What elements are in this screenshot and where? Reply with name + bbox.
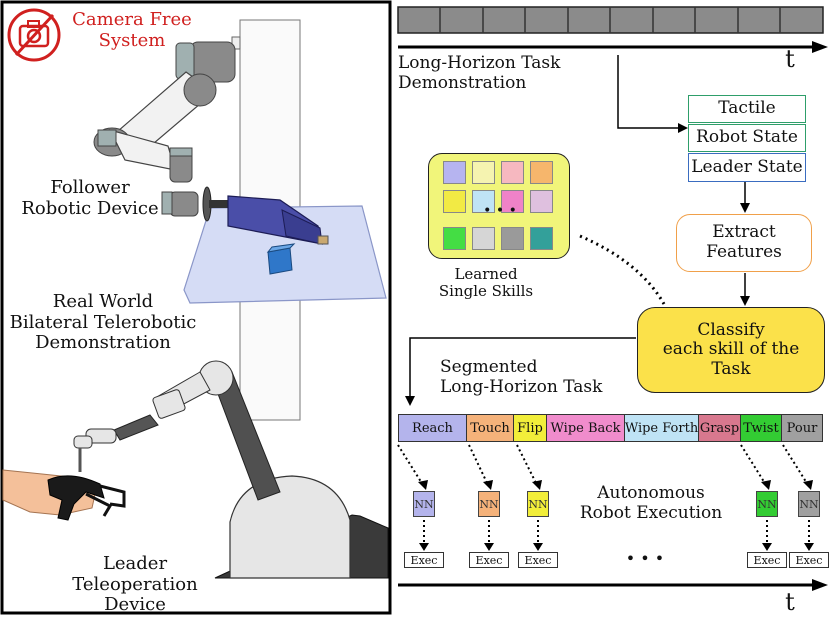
skill-tile bbox=[530, 190, 553, 213]
leader-state-box: Leader State bbox=[688, 153, 806, 182]
follower-line-1: Follower bbox=[50, 177, 130, 198]
execution-arrows bbox=[397, 444, 810, 545]
follower-label: Follower Robotic Device bbox=[20, 177, 160, 219]
extract-line-2: Features bbox=[706, 242, 782, 262]
segmented-line-2: Long-Horizon Task bbox=[440, 376, 603, 397]
segmented-line-1: Segmented bbox=[440, 357, 538, 377]
demonstration-timeline bbox=[397, 6, 824, 34]
leader-line-2: Teleoperation Device bbox=[72, 573, 198, 616]
skill-tile bbox=[443, 227, 466, 250]
segment-twist: Twist bbox=[740, 414, 782, 442]
segment-pour: Pour bbox=[781, 414, 823, 442]
skill-tile bbox=[530, 161, 553, 184]
learned-line-2: Single Skills bbox=[438, 282, 534, 301]
execution-ellipsis: • • • bbox=[625, 549, 665, 568]
camera-free-line-1: Camera Free bbox=[72, 9, 192, 30]
nn-flip: NN bbox=[527, 491, 549, 517]
time-symbol-top: t bbox=[785, 45, 795, 73]
segment-reach: Reach bbox=[398, 414, 467, 442]
camera-free-line-2: System bbox=[98, 29, 166, 51]
follower-line-2: Robotic Device bbox=[21, 197, 159, 219]
skill-ellipsis: • • • bbox=[483, 203, 517, 219]
segment-wipe-back: Wipe Back bbox=[546, 414, 625, 442]
long-horizon-line-2: Demonstration bbox=[398, 72, 527, 93]
exec-pour: Exec bbox=[789, 552, 829, 568]
classify-line-2: each skill of the bbox=[662, 339, 800, 360]
tactile-box: Tactile bbox=[688, 95, 806, 123]
segment-grasp: Grasp bbox=[698, 414, 741, 442]
leader-label: Leader Teleoperation Device bbox=[40, 553, 230, 616]
extract-line-1: Extract bbox=[712, 222, 776, 243]
real-world-line-1: Real World bbox=[52, 291, 154, 312]
leader-line-1: Leader bbox=[102, 553, 168, 574]
skill-tile bbox=[501, 227, 524, 250]
real-world-line-2: Bilateral Telerobotic bbox=[9, 311, 197, 333]
robot-state-box: Robot State bbox=[688, 124, 806, 152]
exec-flip: Exec bbox=[518, 552, 558, 568]
segment-flip: Flip bbox=[513, 414, 547, 442]
skill-tile bbox=[501, 190, 524, 213]
nn-pour: NN bbox=[798, 491, 820, 517]
segment-touch: Touch bbox=[466, 414, 514, 442]
autonomous-line-2: Robot Execution bbox=[579, 502, 723, 523]
left-panel-frame bbox=[0, 0, 392, 615]
autonomous-label: Autonomous Robot Execution bbox=[566, 483, 736, 523]
classify-line-3: Task bbox=[711, 358, 751, 379]
real-world-label: Real World Bilateral Telerobotic Demonst… bbox=[0, 291, 206, 354]
no-camera-icon bbox=[7, 8, 61, 62]
skill-tile bbox=[472, 161, 495, 184]
nn-touch: NN bbox=[478, 491, 500, 517]
autonomous-line-1: Autonomous bbox=[597, 483, 705, 503]
segment-wipe-forth: Wipe Forth bbox=[624, 414, 699, 442]
skill-tile bbox=[530, 227, 553, 250]
time-symbol-bottom: t bbox=[785, 588, 795, 616]
human-hand bbox=[2, 448, 126, 521]
segmented-label: Segmented Long-Horizon Task bbox=[440, 357, 603, 397]
exec-touch: Exec bbox=[469, 552, 509, 568]
camera-free-label: Camera Free System bbox=[62, 9, 202, 51]
nn-reach: NN bbox=[413, 491, 435, 517]
learned-skills-label: Learned Single Skills bbox=[436, 265, 536, 301]
real-world-line-3: Demonstration bbox=[35, 332, 171, 354]
skill-tile bbox=[472, 227, 495, 250]
long-horizon-label: Long-Horizon Task Demonstration bbox=[398, 53, 561, 93]
skill-tile bbox=[443, 190, 466, 213]
exec-reach: Exec bbox=[404, 552, 444, 568]
leader-device bbox=[73, 360, 389, 579]
classify-line-1: Classify bbox=[697, 319, 765, 340]
exec-twist: Exec bbox=[747, 552, 787, 568]
nn-twist: NN bbox=[756, 491, 778, 517]
classify-box: Classify each skill of the Task bbox=[637, 307, 825, 393]
extract-features-box: Extract Features bbox=[676, 214, 812, 272]
long-horizon-line-1: Long-Horizon Task bbox=[398, 53, 561, 73]
skill-tile bbox=[501, 161, 524, 184]
skill-tile bbox=[443, 161, 466, 184]
learned-line-1: Learned bbox=[454, 265, 518, 283]
follower-robot bbox=[93, 41, 329, 245]
skill-tile bbox=[472, 190, 495, 213]
